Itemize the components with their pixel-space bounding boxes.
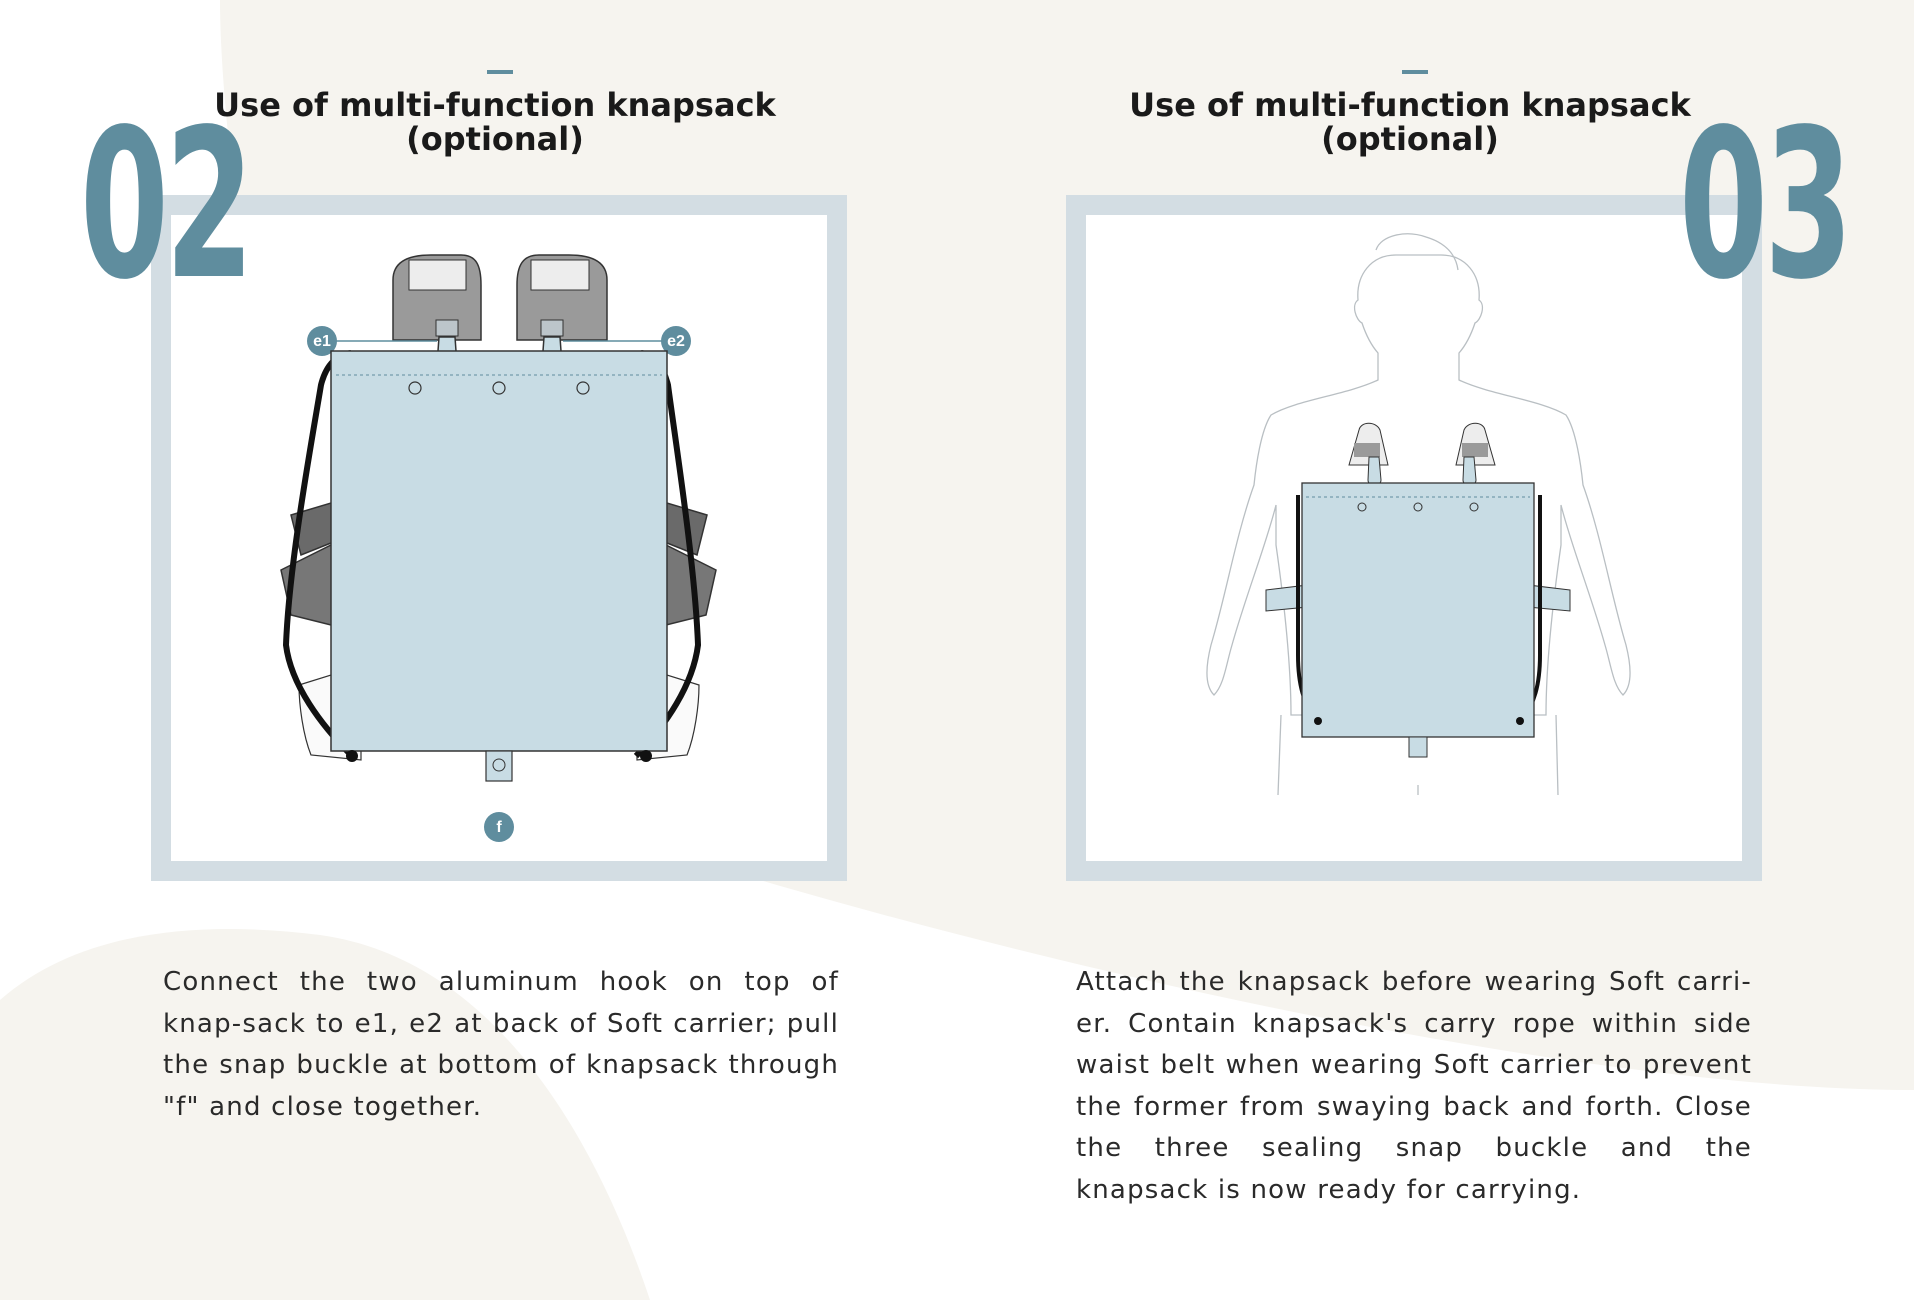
step-03-panel: Use of multi-function knapsack (optional… <box>957 0 1914 1300</box>
title-dash <box>1402 70 1428 74</box>
illustration-frame: e1 e2 <box>151 195 847 881</box>
person-wearing-knapsack-illustration <box>1206 233 1631 796</box>
title-line-2: (optional) <box>1321 120 1499 158</box>
title-line-2: (optional) <box>406 120 584 158</box>
illustration-area <box>1086 215 1742 861</box>
callout-e2: e2 <box>667 333 685 350</box>
title-dash <box>487 70 513 74</box>
step-number: 03 <box>1679 85 1853 325</box>
step-title: Use of multi-function knapsack (optional… <box>145 88 845 156</box>
step-description: Connect the two aluminum hook on top of … <box>163 967 839 1122</box>
illustration-frame <box>1066 195 1762 881</box>
title-line-1: Use of multi-function knapsack <box>1129 86 1691 124</box>
step-02-panel: Use of multi-function knapsack (optional… <box>80 70 847 1122</box>
carrier-knapsack-illustration: e1 e2 <box>280 254 717 842</box>
title-line-1: Use of multi-function knapsack <box>214 86 776 124</box>
step-number: 02 <box>80 85 254 325</box>
illustration-area: e1 e2 <box>171 215 827 861</box>
callout-f: f <box>496 819 502 836</box>
callout-e1: e1 <box>313 333 331 350</box>
step-title: Use of multi-function knapsack (optional… <box>1060 88 1760 156</box>
step-description: Attach the knapsack before wearing Soft … <box>1076 967 1752 1205</box>
